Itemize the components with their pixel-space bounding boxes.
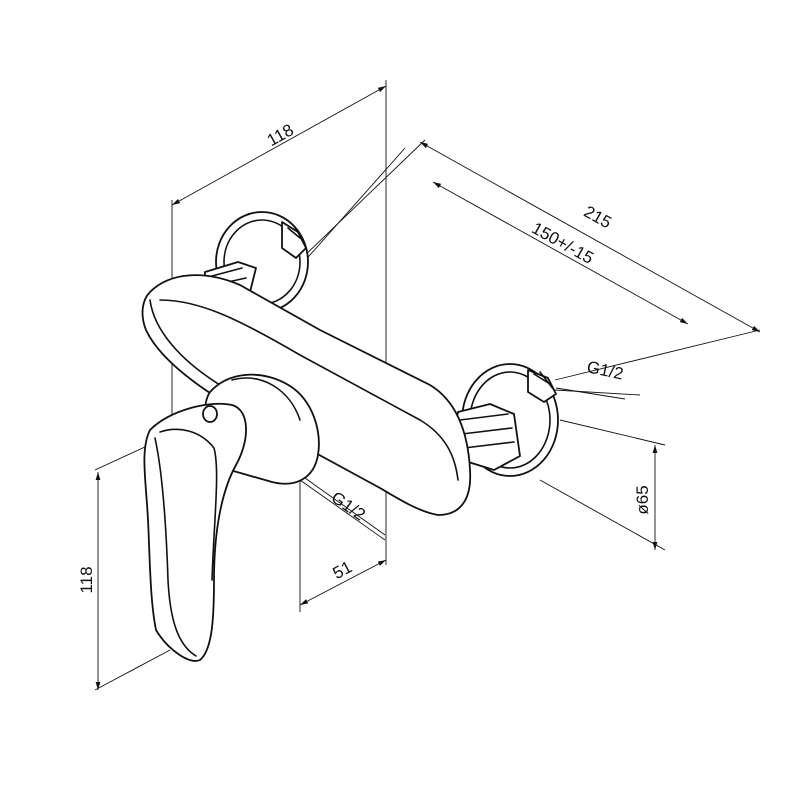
dim-label-118-left: 118	[77, 566, 96, 593]
dimension-150: 150+/-15	[432, 181, 689, 325]
dim-label-118-top: 118	[264, 120, 297, 150]
dimension-g12-right: G1/2	[555, 357, 625, 400]
dimension-g12-bottom: G1/2	[304, 477, 386, 536]
dimension-65: ø65	[633, 445, 658, 550]
dim-label-51: 51	[330, 557, 356, 583]
dimension-215: 215	[419, 141, 761, 333]
lever-handle	[143, 402, 247, 662]
mixer-body	[141, 274, 472, 516]
dimension-118-top: 118	[171, 85, 387, 206]
dim-label-150: 150+/-15	[529, 218, 597, 267]
dim-label-g12-right: G1/2	[585, 357, 625, 383]
dimension-118-left: 118	[77, 472, 101, 690]
dimension-51: 51	[299, 557, 387, 606]
dim-label-65: ø65	[633, 485, 652, 514]
dim-label-215: 215	[581, 202, 615, 232]
